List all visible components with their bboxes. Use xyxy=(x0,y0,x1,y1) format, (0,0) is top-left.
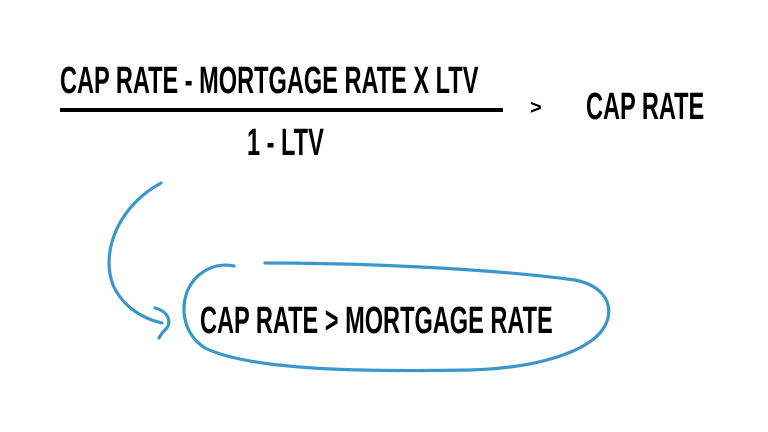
curved-arrow-icon xyxy=(107,181,171,340)
formula-numerator: CAP RATE - MORTGAGE RATE X LTV xyxy=(60,60,479,102)
greater-than-operator: > xyxy=(530,97,542,119)
fraction-bar xyxy=(60,108,503,112)
formula-right-hand-side: CAP RATE xyxy=(586,86,705,128)
conclusion-text: CAP RATE > MORTGAGE RATE xyxy=(200,300,553,342)
formula-denominator: 1 - LTV xyxy=(247,122,324,164)
